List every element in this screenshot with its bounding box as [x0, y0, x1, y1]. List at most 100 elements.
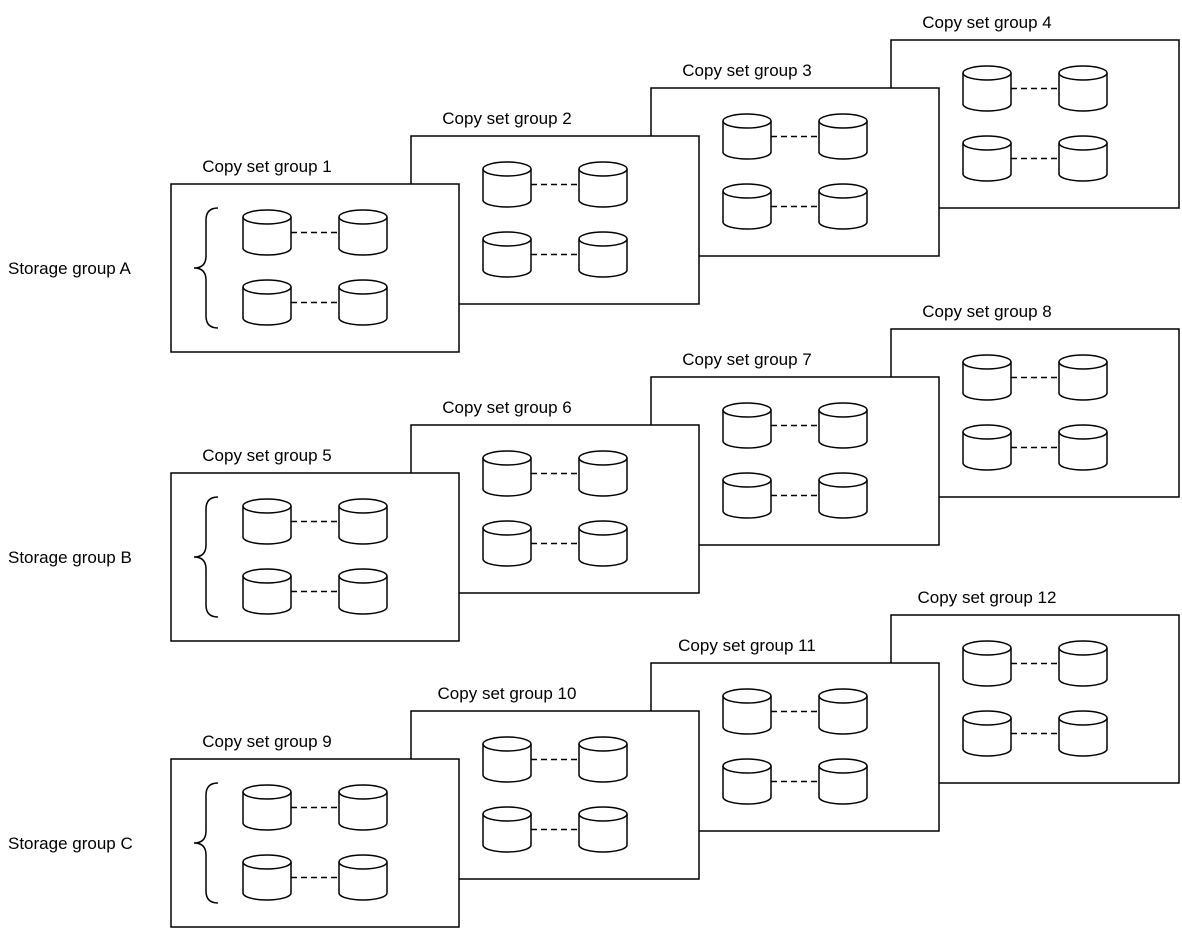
disk-body — [242, 862, 292, 901]
disk-body — [338, 287, 388, 326]
copy-set-group-box — [170, 183, 460, 353]
copy-pair — [242, 854, 388, 901]
disk-top — [722, 758, 772, 774]
disk-top — [722, 688, 772, 704]
source-volume-icon — [482, 520, 532, 567]
copy-set-group-label: Copy set group 8 — [922, 302, 1051, 321]
target-volume-icon — [578, 806, 628, 853]
disk-top — [578, 161, 628, 177]
source-volume-icon — [482, 806, 532, 853]
disk-top — [722, 472, 772, 488]
source-volume-icon — [482, 231, 532, 278]
copy-pair — [242, 568, 388, 615]
disk-top — [482, 231, 532, 247]
source-volume-icon — [242, 854, 292, 901]
disk-top — [482, 736, 532, 752]
target-volume-icon — [1058, 424, 1108, 471]
disk-top — [722, 402, 772, 418]
disk-top — [818, 402, 868, 418]
copy-pair — [962, 424, 1108, 471]
disk-top — [242, 498, 292, 514]
target-volume-icon — [338, 854, 388, 901]
disk-top — [962, 640, 1012, 656]
copy-pair — [722, 183, 868, 230]
source-volume-icon — [962, 354, 1012, 401]
disk-top — [818, 183, 868, 199]
copy-pair — [962, 65, 1108, 112]
copy-set-group-panel: Copy set group 5 — [170, 446, 460, 642]
disk-top — [242, 568, 292, 584]
copy-set-group-panel: Copy set group 9 — [170, 732, 460, 928]
disk-top — [578, 450, 628, 466]
copy-set-group-panel: Copy set group 1 — [170, 157, 460, 353]
disk-top — [722, 183, 772, 199]
disk-top — [818, 688, 868, 704]
disk-top — [482, 161, 532, 177]
disk-body — [242, 792, 292, 831]
copy-pair — [722, 758, 868, 805]
copy-pair — [962, 135, 1108, 182]
copy-pair — [962, 640, 1108, 687]
disk-body — [1058, 362, 1108, 401]
source-volume-icon — [722, 402, 772, 449]
copy-set-group-label: Copy set group 7 — [682, 350, 811, 369]
disk-top — [1058, 65, 1108, 81]
disk-body — [722, 191, 772, 230]
source-volume-icon — [962, 135, 1012, 182]
copy-set-group-label: Copy set group 11 — [678, 636, 816, 655]
disk-top — [962, 710, 1012, 726]
copy-set-group-label: Copy set group 5 — [202, 446, 331, 465]
copy-set-group-label: Copy set group 1 — [202, 157, 331, 176]
disk-body — [578, 458, 628, 497]
disk-body — [962, 432, 1012, 471]
storage-group-label: Storage group A — [8, 259, 132, 278]
disk-top — [338, 498, 388, 514]
disk-top — [962, 354, 1012, 370]
copy-pair — [482, 161, 628, 208]
disk-body — [242, 576, 292, 615]
disk-top — [1058, 710, 1108, 726]
source-volume-icon — [242, 209, 292, 256]
disk-top — [482, 520, 532, 536]
source-volume-icon — [962, 65, 1012, 112]
disk-body — [818, 696, 868, 735]
disk-body — [482, 169, 532, 208]
disk-top — [482, 806, 532, 822]
disk-body — [482, 458, 532, 497]
disk-body — [1058, 648, 1108, 687]
copy-set-group-label: Copy set group 6 — [442, 398, 571, 417]
disk-top — [962, 424, 1012, 440]
source-volume-icon — [242, 784, 292, 831]
disk-top — [578, 231, 628, 247]
copy-pair — [482, 736, 628, 783]
target-volume-icon — [338, 279, 388, 326]
target-volume-icon — [338, 568, 388, 615]
disk-top — [242, 209, 292, 225]
disk-top — [818, 113, 868, 129]
source-volume-icon — [722, 183, 772, 230]
disk-top — [338, 784, 388, 800]
disk-body — [338, 792, 388, 831]
copy-set-group-box — [170, 758, 460, 928]
disk-body — [578, 744, 628, 783]
copy-set-group-panel: Copy set group 10 — [410, 684, 700, 880]
source-volume-icon — [722, 688, 772, 735]
disk-body — [578, 169, 628, 208]
disk-body — [1058, 73, 1108, 112]
disk-top — [1058, 424, 1108, 440]
disk-body — [578, 239, 628, 278]
disk-body — [722, 696, 772, 735]
disk-top — [962, 65, 1012, 81]
disk-body — [482, 744, 532, 783]
target-volume-icon — [578, 450, 628, 497]
disk-body — [722, 480, 772, 519]
disk-body — [722, 410, 772, 449]
copy-pair — [962, 354, 1108, 401]
copy-set-group-label: Copy set group 4 — [922, 13, 1051, 32]
copy-pair — [962, 710, 1108, 757]
disk-top — [1058, 135, 1108, 151]
target-volume-icon — [578, 231, 628, 278]
disk-body — [242, 217, 292, 256]
curly-brace-icon — [193, 782, 219, 904]
